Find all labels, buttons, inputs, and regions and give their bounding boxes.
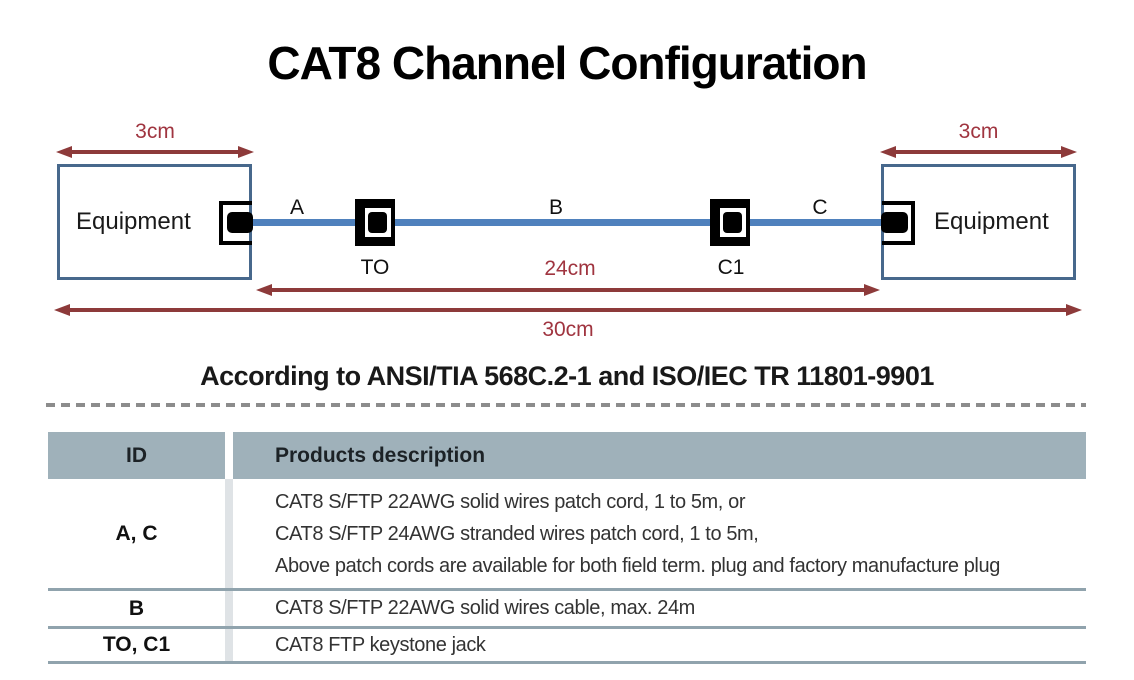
equipment-label-left: Equipment — [76, 208, 191, 235]
jack-to-label: TO — [360, 256, 390, 279]
row-description-cell: CAT8 FTP keystone jack — [275, 633, 486, 656]
column-gap — [225, 432, 233, 479]
dimension-label-30cm: 30cm — [542, 318, 594, 341]
segment-b-label: B — [548, 196, 563, 219]
standards-note: According to ANSI/TIA 568C.2-1 and ISO/I… — [200, 361, 934, 391]
dimension-arrow-24cm-icon — [256, 284, 880, 296]
equipment-plug-right-icon — [881, 212, 908, 233]
column-gap — [225, 629, 233, 661]
equipment-label-right: Equipment — [934, 208, 1049, 235]
row-id-cell: TO, C1 — [102, 633, 171, 656]
table-row: TO, C1 CAT8 FTP keystone jack — [48, 629, 1086, 664]
description-line: CAT8 S/FTP 22AWG solid wires patch cord,… — [275, 491, 746, 513]
dimension-label-left-3cm: 3cm — [135, 120, 175, 143]
equipment-plug-left-icon — [227, 212, 253, 233]
table-row: B CAT8 S/FTP 22AWG solid wires cable, ma… — [48, 591, 1086, 629]
keystone-jack-to-icon — [355, 199, 395, 246]
equipment-port-left-icon — [219, 201, 252, 245]
row-description-cell: CAT8 S/FTP 22AWG solid wires patch cord,… — [233, 479, 1086, 588]
products-table: ID Products description A, C CAT8 S/FTP … — [48, 432, 1086, 664]
page-title: CAT8 Channel Configuration — [267, 37, 867, 89]
dimension-arrow-right-icon — [880, 146, 1077, 158]
segment-c-label: C — [812, 196, 828, 219]
dimension-label-24cm: 24cm — [544, 257, 596, 280]
dimension-label-right-3cm: 3cm — [958, 120, 999, 143]
table-header-description: Products description — [233, 432, 1086, 479]
dashed-divider — [46, 403, 1086, 407]
row-id-cell: B — [128, 596, 145, 620]
equipment-box-right: Equipment — [881, 164, 1076, 280]
table-row: A, C CAT8 S/FTP 22AWG solid wires patch … — [48, 479, 1086, 591]
jack-c1-label: C1 — [717, 256, 745, 279]
jack-plug — [368, 212, 387, 233]
table-header-row: ID Products description — [48, 432, 1086, 479]
channel-cable — [252, 219, 882, 226]
segment-a-label: A — [289, 196, 304, 219]
dimension-arrow-left-icon — [56, 146, 254, 158]
table-header-id: ID — [48, 432, 225, 479]
row-id-cell: A, C — [115, 521, 158, 545]
description-line: Above patch cords are available for both… — [275, 555, 1000, 577]
equipment-port-right-icon — [882, 201, 915, 245]
dimension-arrow-30cm-icon — [54, 304, 1082, 316]
jack-plug — [723, 212, 742, 233]
column-gap — [225, 479, 233, 588]
column-gap — [225, 591, 233, 626]
row-description-cell: CAT8 S/FTP 22AWG solid wires cable, max.… — [275, 597, 695, 619]
description-line: CAT8 S/FTP 24AWG stranded wires patch co… — [275, 523, 759, 545]
keystone-jack-c1-icon — [710, 199, 750, 246]
